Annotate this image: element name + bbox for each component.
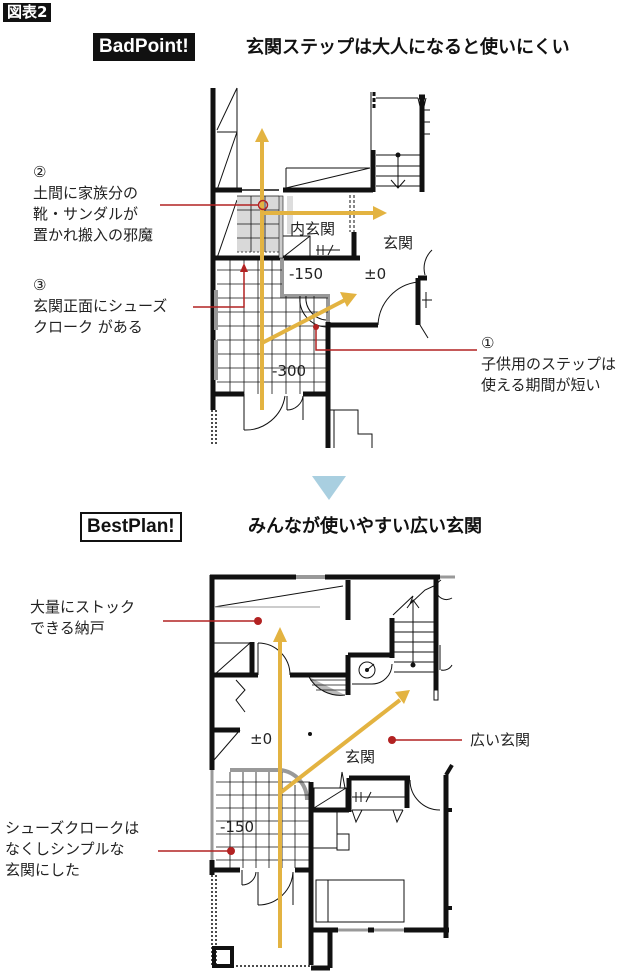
- bad-plan-path-arrows: [255, 128, 387, 410]
- label-inner-entrance: 内玄関: [290, 220, 336, 238]
- annotation-storage: 大量にストック できる納戸: [30, 597, 135, 639]
- label-level-minus300: -300: [272, 362, 307, 380]
- label-level-minus150-bad: -150: [289, 265, 324, 283]
- bad-section-heading: 玄関ステップは大人になると使いにくい: [246, 37, 570, 58]
- annotation-3-line-1: 玄関正面にシューズ: [33, 297, 168, 315]
- annotation-1: ① 子供用のステップは 使える期間が短い: [481, 333, 616, 396]
- annotation-2: ② 土間に家族分の 靴・サンダルが 置かれ搬入の邪魔: [33, 162, 153, 246]
- label-level-zero-best: ±0: [250, 730, 273, 748]
- annotation-no-shoe-cloak: シューズクロークは なくしシンプルな 玄関にした: [5, 818, 139, 881]
- annotation-storage-line-2: できる納戸: [30, 619, 105, 637]
- annotation-no-shoe-cloak-line-3: 玄関にした: [5, 861, 81, 879]
- annotation-no-shoe-cloak-line-1: シューズクロークは: [5, 819, 140, 837]
- label-level-minus150-best: -150: [220, 818, 255, 836]
- best-plan-path-arrows: [273, 627, 410, 948]
- bestplan-badge: BestPlan!: [80, 512, 182, 542]
- best-section-heading: みんなが使いやすい広い玄関: [248, 516, 482, 537]
- best-plan-walls: [209, 574, 455, 971]
- annotation-storage-line-1: 大量にストック: [30, 598, 136, 616]
- annotation-3-number: ③: [33, 276, 47, 294]
- bad-plan-leader-lines: [160, 199, 477, 351]
- figure-label: 図表2: [3, 3, 52, 22]
- annotation-2-number: ②: [33, 163, 47, 181]
- marker-dot: [308, 732, 312, 736]
- badpoint-badge: BadPoint!: [93, 33, 195, 61]
- annotation-1-line-1: 子供用のステップは: [481, 355, 617, 373]
- annotation-no-shoe-cloak-line-2: なくしシンプルな: [5, 840, 125, 858]
- annotation-wide-entrance: 広い玄関: [470, 730, 530, 751]
- annotation-3-line-2: クローク がある: [33, 318, 143, 336]
- best-plan-leader-lines: [158, 617, 462, 855]
- annotation-wide-entrance-line-1: 広い玄関: [470, 731, 531, 749]
- label-level-zero-bad: ±0: [364, 265, 387, 283]
- annotation-1-number: ①: [481, 334, 495, 352]
- bad-plan-walls: [210, 87, 433, 448]
- annotation-2-line-1: 土間に家族分の: [33, 184, 139, 202]
- label-entrance-bad: 玄関: [383, 234, 414, 252]
- annotation-2-line-3: 置かれ搬入の邪魔: [33, 226, 154, 244]
- annotation-3: ③ 玄関正面にシューズ クローク がある: [33, 275, 167, 338]
- label-entrance-best: 玄関: [345, 748, 376, 766]
- annotation-2-line-2: 靴・サンダルが: [33, 205, 139, 223]
- annotation-1-line-2: 使える期間が短い: [481, 376, 601, 394]
